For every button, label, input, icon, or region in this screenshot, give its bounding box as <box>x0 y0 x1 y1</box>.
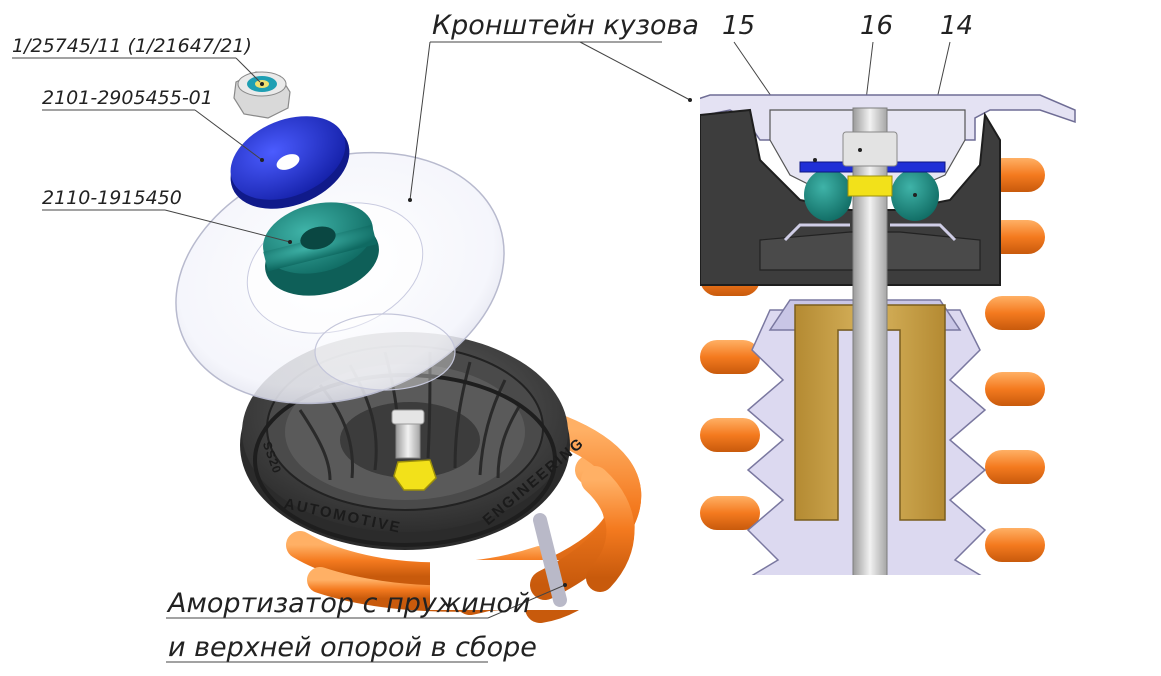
callout-16: 16 <box>860 11 893 41</box>
leader-dots <box>260 82 917 587</box>
label-washer: 2101-2905455-01 <box>42 87 213 109</box>
label-assembly-line1: Амортизатор с пружиной <box>166 588 530 619</box>
exploded-view: AUTOMOTIVE ENGINEERING SS20 <box>175 71 642 623</box>
washer-2101-2905455-01 <box>230 116 350 209</box>
label-assembly-line2: и верхней опорой в сборе <box>168 632 537 663</box>
coil-spring <box>286 415 642 623</box>
callout-15: 15 <box>722 11 755 41</box>
label-bumper: 2110-1915450 <box>42 187 182 209</box>
polyurethane-bumper <box>794 304 946 521</box>
label-bracket: Кронштейн кузова <box>432 10 699 41</box>
label-nut: 1/25745/11 (1/21647/21) <box>12 35 252 57</box>
callout-14: 14 <box>940 11 973 41</box>
nut-1-25745-11 <box>233 71 291 119</box>
section-view <box>700 94 1076 575</box>
section-yellow-spacer <box>847 175 893 197</box>
section-cushion-left <box>804 169 852 221</box>
bump-stop-2110-1915450 <box>263 202 379 296</box>
